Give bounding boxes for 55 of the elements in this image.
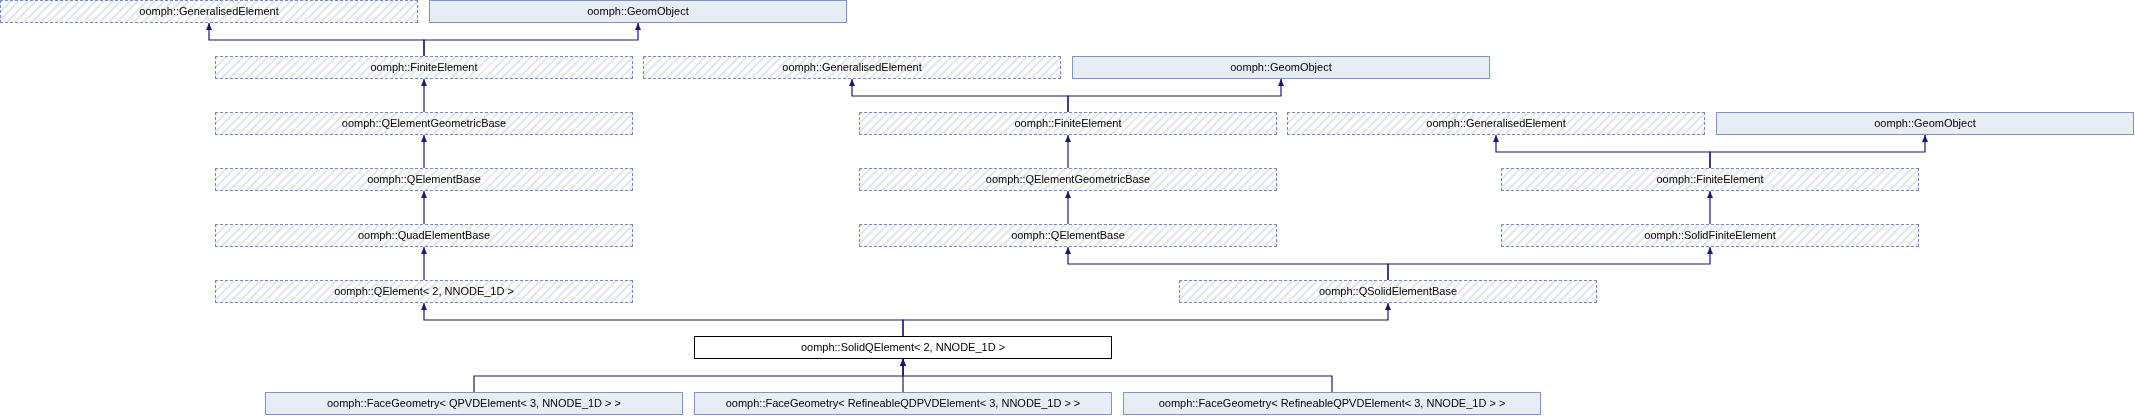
inheritance-arrow <box>421 134 427 169</box>
class-name: oomph::QElement< 2, NNODE_1D > <box>334 286 514 297</box>
class-name: oomph::QuadElementBase <box>357 230 491 241</box>
class-box <box>1123 392 1541 415</box>
class-name: oomph::GeomObject <box>1230 62 1332 73</box>
class-box <box>859 168 1277 191</box>
class-box <box>429 0 847 23</box>
inheritance-arrow <box>423 22 641 57</box>
class-name: oomph::FaceGeometry< RefineableQDPVDElement< 3, NNODE_1D > > <box>725 398 1081 409</box>
class-name: oomph::GeneralisedElement <box>139 6 279 17</box>
class-name: oomph::GeomObject <box>587 6 689 17</box>
inheritance-arrow <box>421 190 427 225</box>
class-name: oomph::GeneralisedElement <box>782 62 922 73</box>
class-box <box>694 336 1112 359</box>
class-name: oomph::SolidQElement< 2, NNODE_1D > <box>800 342 1006 353</box>
class-name: oomph::SolidFiniteElement <box>1644 230 1776 241</box>
inheritance-arrow <box>1065 190 1071 225</box>
class-name: oomph::QElementGeometricBase <box>341 118 507 129</box>
class-name: oomph::FiniteElement <box>1014 118 1122 129</box>
class-box <box>859 224 1277 247</box>
class-box <box>643 56 1061 79</box>
class-name: oomph::GeneralisedElement <box>1426 118 1566 129</box>
class-box <box>1287 112 1705 135</box>
class-box <box>215 112 633 135</box>
class-name: oomph::GeomObject <box>1874 118 1976 129</box>
class-name: oomph::QElementBase <box>1011 230 1125 241</box>
class-name: oomph::QElementBase <box>367 174 481 185</box>
class-name: oomph::FaceGeometry< RefineableQPVDElement< 3, NNODE_1D > > <box>1158 398 1506 409</box>
class-box <box>265 392 683 415</box>
class-box <box>215 168 633 191</box>
class-box <box>0 0 418 23</box>
class-name: oomph::FaceGeometry< QPVDElement< 3, NNODE_1D > > <box>326 398 622 409</box>
class-box <box>215 56 633 79</box>
class-box <box>215 280 633 303</box>
inheritance-arrow <box>900 358 1333 393</box>
class-name: oomph::QSolidElementBase <box>1318 286 1458 297</box>
class-name: oomph::FiniteElement <box>370 62 478 73</box>
inheritance-arrow <box>421 78 427 113</box>
class-name: oomph::FiniteElement <box>1656 174 1764 185</box>
class-name: oomph::QElementGeometricBase <box>985 174 1151 185</box>
class-box <box>694 392 1112 415</box>
class-box <box>215 224 633 247</box>
class-box <box>1501 224 1919 247</box>
inheritance-arrow <box>1065 134 1071 169</box>
inheritance-arrow <box>1707 190 1713 225</box>
inheritance-arrow <box>1387 246 1713 281</box>
inheritance-arrow <box>1709 134 1928 169</box>
class-box <box>1716 112 2134 135</box>
inheritance-arrow <box>902 302 1391 337</box>
inheritance-arrow <box>421 246 427 281</box>
class-box <box>1501 168 1919 191</box>
inheritance-arrow <box>1067 78 1284 113</box>
class-box <box>1179 280 1597 303</box>
class-box <box>1072 56 1490 79</box>
class-box <box>859 112 1277 135</box>
